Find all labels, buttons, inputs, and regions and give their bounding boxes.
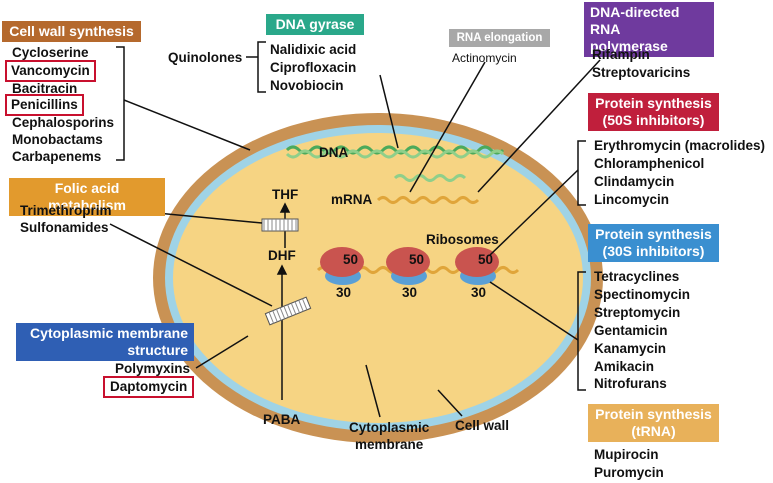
cytoplasm-shape [173,133,583,423]
dhf-label: DHF [268,248,296,263]
drug-spectinomycin: Spectinomycin [594,287,691,302]
drug-polymyxins: Polymyxins [115,361,191,376]
protein-50s-title-line1: Protein synthesis [595,95,712,111]
membrane-title-line1: Cytoplasmic membrane [30,325,188,341]
drug-kanamycin: Kanamycin [594,341,667,356]
subunit-50-label-3: 50 [478,252,494,267]
drug-streptovaricins: Streptovaricins [592,65,691,80]
drug-chloramphenicol: Chloramphenicol [594,156,705,171]
protein-50s-title-line2: (50S inhibitors) [602,112,705,128]
inhibitor-block-dhf [264,296,312,326]
cyto-membrane-label-line1: Cytoplasmic [349,420,430,435]
subunit-50-label-2: 50 [409,252,425,267]
membrane-title-line2: structure [127,342,188,358]
membrane-header: Cytoplasmic membrane structure [16,323,194,361]
drug-clindamycin: Clindamycin [594,174,675,189]
drug-lincomycin: Lincomycin [594,192,670,207]
drug-nitrofurans: Nitrofurans [594,376,667,391]
subunit-50-label-1: 50 [343,252,359,267]
drug-rifampin: Rifampin [592,47,650,62]
drug-trimethroprim: Trimethroprim [20,203,112,218]
drug-actinomycin: Actinomycin [452,51,517,65]
drug-cycloserine: Cycloserine [12,45,89,60]
cell-wall-label: Cell wall [455,418,510,433]
protein-30s-header: Protein synthesis (30S inhibitors) [588,224,719,262]
drug-daptomycin: Daptomycin [102,376,195,398]
drug-puromycin: Puromycin [594,465,664,480]
protein-30s-title-line2: (30S inhibitors) [602,243,705,259]
protein-trna-header: Protein synthesis (tRNA) [588,404,719,442]
protein-trna-title-line1: Protein synthesis [595,406,712,422]
drug-carbapenems: Carbapenems [12,149,102,164]
drug-sulfonamides: Sulfonamides [20,220,109,235]
dna-gyrase-header: DNA gyrase [266,14,364,35]
folate-pathway-arrows [276,202,291,400]
thf-label: THF [272,187,299,202]
rna-polymerase-title-line2: polymerase [590,38,668,54]
drug-ciprofloxacin: Ciprofloxacin [270,60,357,75]
ribosome-3 [455,247,499,285]
dna-helix [285,145,505,182]
connector-lines [109,41,601,418]
drug-gentamicin: Gentamicin [594,323,668,338]
drug-nalidixic-acid: Nalidixic acid [270,42,357,57]
rna-polymerase-title-line1: DNA-directed RNA [590,4,680,37]
drug-mupirocin: Mupirocin [594,447,659,462]
drug-vancomycin: Vancomycin [5,60,96,82]
ribosomes-label: Ribosomes [426,232,499,247]
mrna-strand [376,196,480,204]
subunit-30-label-2: 30 [402,285,418,300]
cyto-membrane-label-line2: membrane [355,437,424,452]
drug-streptomycin: Streptomycin [594,305,681,320]
mrna-label: mRNA [331,192,373,207]
cell-wall-header: Cell wall synthesis [2,21,141,42]
drug-penicillins: Penicillins [5,94,84,116]
dna-label: DNA [319,145,349,160]
protein-50s-header: Protein synthesis (50S inhibitors) [588,93,719,131]
inhibitor-block-thf [261,218,299,232]
cyto-membrane-label: Cytoplasmic membrane [349,419,429,453]
rna-elongation-header: RNA elongation [449,29,550,47]
drug-cephalosporins: Cephalosporins [12,115,115,130]
drug-amikacin: Amikacin [594,359,655,374]
subunit-30-label-1: 30 [336,285,352,300]
ribosome-2 [386,247,430,285]
rna-polymerase-header: DNA-directed RNA polymerase [584,2,714,57]
protein-30s-title-line1: Protein synthesis [595,226,712,242]
drug-bacitracin: Bacitracin [12,81,78,96]
drug-monobactams: Monobactams [12,132,103,147]
folic-acid-header: Folic acid metabolism [9,178,165,216]
paba-label: PABA [263,412,301,427]
ribosome-1 [320,247,364,285]
quinolones-label: Quinolones [168,50,243,65]
protein-trna-title-line2: (tRNA) [631,423,676,439]
drug-novobiocin: Novobiocin [270,78,344,93]
subunit-30-label-3: 30 [471,285,487,300]
drug-tetracyclines: Tetracyclines [594,269,680,284]
drug-erythromycin: Erythromycin (macrolides) [594,138,766,153]
